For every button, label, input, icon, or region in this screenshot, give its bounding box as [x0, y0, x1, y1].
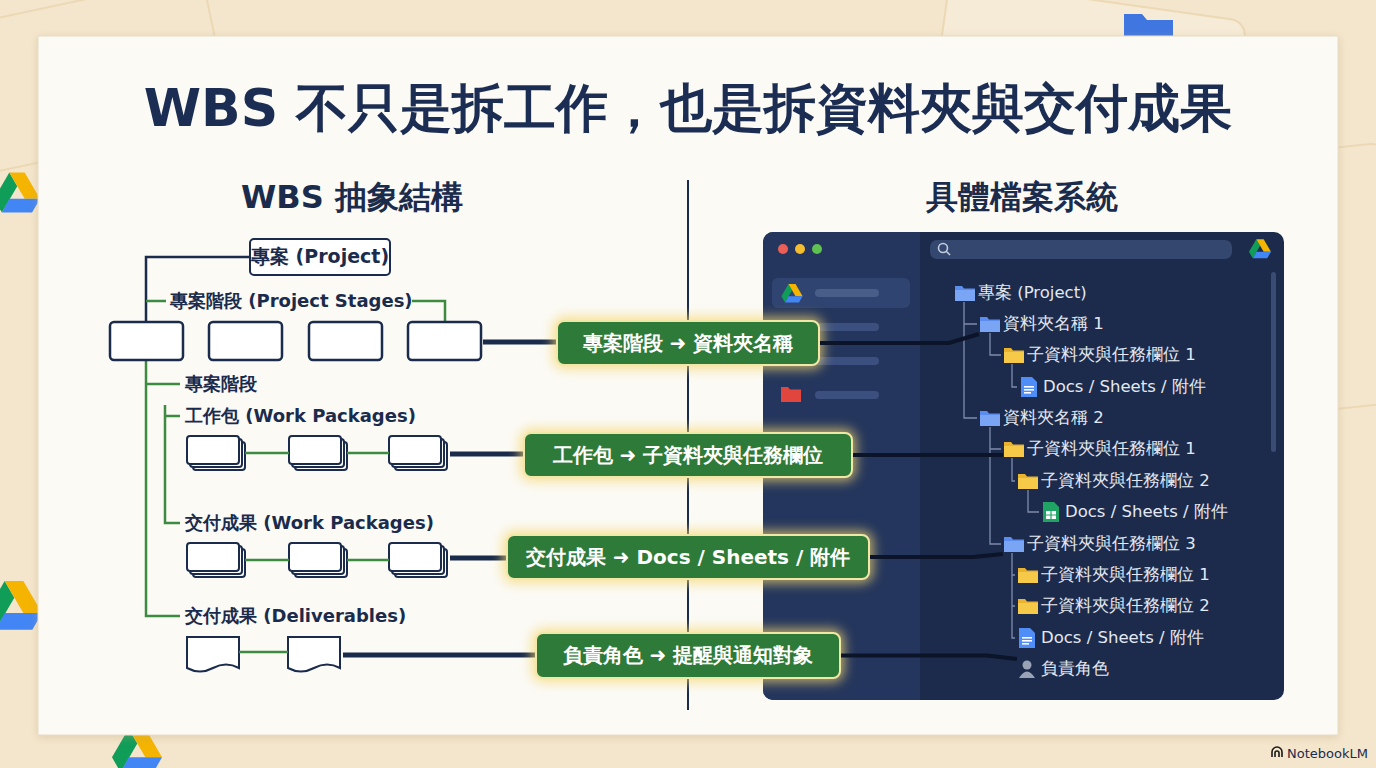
tree-line	[146, 383, 180, 386]
stage-box	[209, 322, 282, 360]
level-label: 專案階段	[185, 372, 257, 396]
stage-box	[110, 322, 183, 360]
node-text: 交付成果 ➜ Docs / Sheets / 附件	[526, 544, 850, 571]
node-text: 專案 (Project)	[978, 283, 1087, 302]
window-dot	[795, 244, 805, 254]
file-row: Docs / Sheets / 附件	[1017, 625, 1204, 651]
card	[38, 36, 1338, 735]
node-text: 子資料夾與任務欄位 2	[1041, 596, 1210, 615]
stage-box	[408, 322, 481, 360]
sidebar-bar	[815, 391, 879, 399]
stack-box	[389, 436, 441, 464]
sidebar-bar	[815, 289, 879, 297]
node-text: 子資料夾與任務欄位 1	[1041, 565, 1210, 584]
folder-icon	[1018, 599, 1038, 614]
sidebar-bar	[815, 323, 879, 331]
level-label: 交付成果 (Deliverables)	[185, 604, 406, 628]
node-text: 專案 (Project)	[251, 244, 389, 270]
connector	[841, 656, 1017, 660]
drive-logo	[781, 284, 802, 303]
folder-icon	[1004, 537, 1024, 552]
node-text: 資料夾名稱 2	[1003, 408, 1104, 427]
window-dot	[812, 244, 822, 254]
file-row: 負責角色	[1017, 656, 1109, 682]
connector	[820, 334, 979, 343]
file-row: 資料夾名稱 1	[979, 311, 1104, 337]
scrollbar	[1271, 272, 1276, 452]
title: WBS 不只是拆工作，也是拆資料夾與交付成果	[0, 70, 1376, 146]
node-text: Docs / Sheets / 附件	[1065, 502, 1228, 521]
file-row: 子資料夾與任務欄位 2	[1017, 593, 1210, 619]
level-label: 交付成果 (Work Packages)	[185, 511, 434, 535]
node-text: 子資料夾與任務欄位 3	[1027, 534, 1196, 553]
stack-box	[289, 543, 341, 571]
document-shape	[187, 637, 239, 672]
doc-icon	[1019, 628, 1035, 648]
node-text: 負責角色 ➜ 提醒與通知對象	[563, 642, 814, 669]
folder-icon	[1018, 568, 1038, 583]
doc-icon	[1021, 377, 1037, 397]
tree-line	[412, 301, 445, 322]
sidebar-bar	[815, 357, 879, 365]
drive-logo	[0, 581, 42, 630]
folder-icon	[781, 387, 801, 402]
stack-box	[289, 436, 341, 464]
sheet-icon	[1043, 502, 1059, 522]
link-line	[245, 453, 389, 560]
mapping-pill: 專案階段 ➜ 資料夾名稱	[556, 320, 820, 366]
file-row: 資料夾名稱 2	[979, 405, 1104, 431]
person-icon	[1019, 661, 1035, 679]
folder-icon	[1018, 474, 1038, 489]
file-row: Docs / Sheets / 附件	[1041, 499, 1228, 525]
node-text: 子資料夾與任務欄位 1	[1027, 439, 1196, 458]
watermark: NotebookLM	[1287, 742, 1368, 766]
section-heading: 具體檔案系統	[872, 177, 1172, 217]
node-text: Docs / Sheets / 附件	[1041, 628, 1204, 647]
link-line	[239, 651, 288, 654]
mapping-pill: 交付成果 ➜ Docs / Sheets / 附件	[506, 534, 870, 580]
search-icon	[946, 251, 950, 255]
node-text: Docs / Sheets / 附件	[1043, 377, 1206, 396]
drive-logo	[1249, 239, 1271, 258]
file-row: 子資料夾與任務欄位 1	[1003, 436, 1196, 462]
stage-box	[309, 322, 382, 360]
node-text: 資料夾名稱 1	[1003, 314, 1104, 333]
level-label: 工作包 (Work Packages)	[185, 404, 416, 428]
file-row: 子資料夾與任務欄位 3	[1003, 531, 1196, 557]
file-row: 專案 (Project)	[954, 280, 1087, 306]
folder-icon	[955, 286, 975, 301]
search-bar	[930, 240, 1232, 259]
connector	[853, 453, 1003, 457]
file-row: Docs / Sheets / 附件	[1019, 374, 1206, 400]
mapping-pill: 負責角色 ➜ 提醒與通知對象	[535, 632, 841, 679]
file-row: 子資料夾與任務欄位 1	[1017, 562, 1210, 588]
connector	[870, 554, 1003, 557]
document-shape	[288, 637, 340, 672]
folder-icon	[1004, 442, 1024, 457]
node-text: 子資料夾與任務欄位 1	[1027, 345, 1196, 364]
file-row: 子資料夾與任務欄位 1	[1003, 342, 1196, 368]
level-label: 專案階段 (Project Stages)	[170, 289, 413, 313]
project-box: 專案 (Project)	[249, 238, 391, 276]
drive-logo	[0, 172, 40, 212]
node-text: 子資料夾與任務欄位 2	[1041, 471, 1210, 490]
folder-icon	[980, 317, 1000, 332]
stack-box	[187, 543, 239, 571]
sidebar-item	[772, 278, 910, 308]
tree-line	[146, 300, 166, 303]
stack-box	[187, 436, 239, 464]
folder-icon	[1004, 348, 1024, 363]
watermark-icon	[1272, 747, 1282, 757]
mapping-pill: 工作包 ➜ 子資料夾與任務欄位	[523, 432, 853, 478]
folder-icon	[980, 411, 1000, 426]
node-text: 負責角色	[1041, 659, 1109, 678]
node-text: 工作包 ➜ 子資料夾與任務欄位	[553, 442, 824, 469]
file-row: 子資料夾與任務欄位 2	[1017, 468, 1210, 494]
stack-box	[389, 543, 441, 571]
window-dot	[778, 244, 788, 254]
tree-line	[146, 360, 180, 616]
tree-line	[165, 405, 180, 523]
section-heading: WBS 抽象結構	[202, 177, 502, 217]
node-text: 專案階段 ➜ 資料夾名稱	[583, 330, 794, 357]
